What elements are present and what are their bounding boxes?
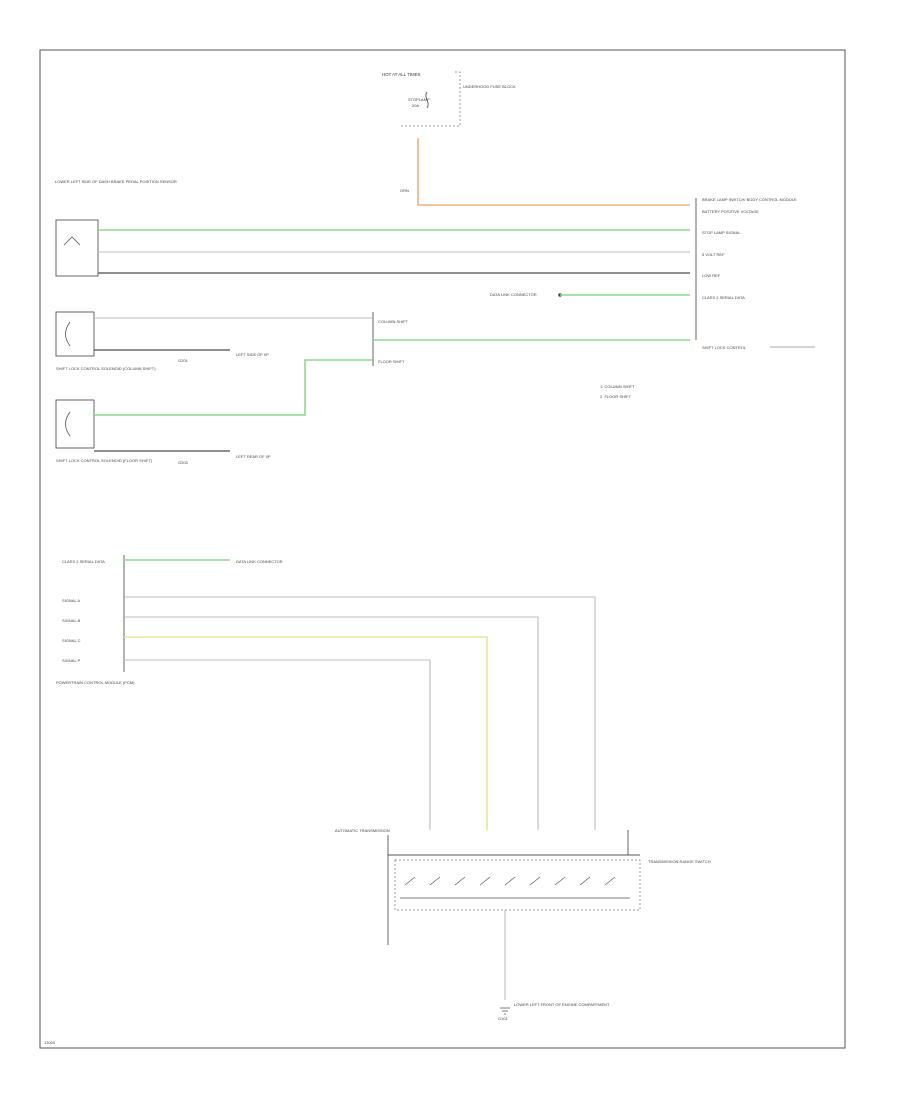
bcm-pin-stop: STOP LAMP SIGNAL [702,230,741,235]
green-floor-shift-wire [94,359,372,416]
pcm-data-link-label: DATA LINK CONNECTOR [236,559,283,564]
bcm-pin-shift: SHIFT LOCK CONTROL [702,345,747,350]
ground-loc-2: LEFT REAR OF I/P [236,454,271,459]
fuse-block-outline [400,71,461,127]
pcm-pin-a: SIGNAL A [62,598,80,603]
ground-bottom-loc: LOWER LEFT FRONT OF ENGINE COMPARTMENT [514,1002,610,1007]
orange-power-wire [417,138,690,206]
shift-lock-column-label: SHIFT LOCK CONTROL SOLENOID (COLUMN SHIF… [56,366,156,371]
column-shift-label: COLUMN SHIFT [378,319,409,324]
trans-contacts [400,876,630,899]
pcm-pin-serial: CLASS 2 SERIAL DATA [62,559,105,564]
ground-bottom-label: G101 [498,1016,509,1021]
shift-lock-column-coil [65,321,71,347]
fuse-name-label: STOPLAMP [408,97,430,102]
pcm-title: POWERTRAIN CONTROL MODULE (PCM) [56,680,135,685]
fuse-symbol [425,91,429,109]
floor-shift-label: FLOOR SHIFT [378,359,405,364]
note-floor: 2. FLOOR SHIFT [600,394,631,399]
gray-signal-a-wire [124,596,596,830]
data-link-label: DATA LINK CONNECTOR [490,292,537,297]
note-column: 1. COLUMN SHIFT [600,384,635,389]
bcm-pin-low: LOW REF [702,273,721,278]
yellow-signal-c-wire [124,636,488,830]
brake-sensor-box [55,219,99,277]
pcm-pin-b: SIGNAL B [62,618,81,623]
pcm-pin-c: SIGNAL C [62,638,81,643]
orange-wire-label: ORN [400,188,409,193]
brake-sensor-symbol [63,236,81,246]
hot-at-all-times-label: HOT AT ALL TIMES [382,72,421,77]
pcm-pin-p: SIGNAL P [62,658,81,663]
gray-signal-p-wire [124,659,431,830]
ground-g1-label: G201 [178,358,189,363]
auto-trans-label: AUTOMATIC TRANSMISSION [335,828,390,833]
ground-symbol [500,1007,510,1015]
ground-loc-1: LEFT SIDE OF I/P [236,352,269,357]
bcm-pin-serial: CLASS 2 SERIAL DATA [702,295,745,300]
bcm-pin-5v: 5 VOLT REF [702,252,725,257]
shift-lock-floor-label: SHIFT LOCK CONTROL SOLENOID (FLOOR SHIFT… [56,458,153,463]
shift-lock-floor-coil [65,411,71,437]
diagram-frame [39,49,846,1049]
shift-lock-floor-box [55,399,95,449]
fuse-block-label: UNDERHOOD FUSE BLOCK [463,84,516,89]
gray-signal-b-wire [124,616,539,830]
switch-title: LOWER LEFT SIDE OF DASH BRAKE PEDAL POSI… [55,179,177,184]
trans-switch-box [394,859,641,911]
shift-lock-column-box [55,311,95,357]
bcm-pin-battery: BATTERY POSITIVE VOLTAGE [702,209,759,214]
fuse-rating-label: 20A [412,103,419,108]
footer-code: 13000 [44,1040,56,1045]
bcm-title: BRAKE LAMP SWITCH/ BODY CONTROL MODULE [702,197,797,202]
ground-g2-label: G203 [178,460,189,465]
trans-switch-label: TRANSMISSION RANGE SWITCH [648,859,711,864]
